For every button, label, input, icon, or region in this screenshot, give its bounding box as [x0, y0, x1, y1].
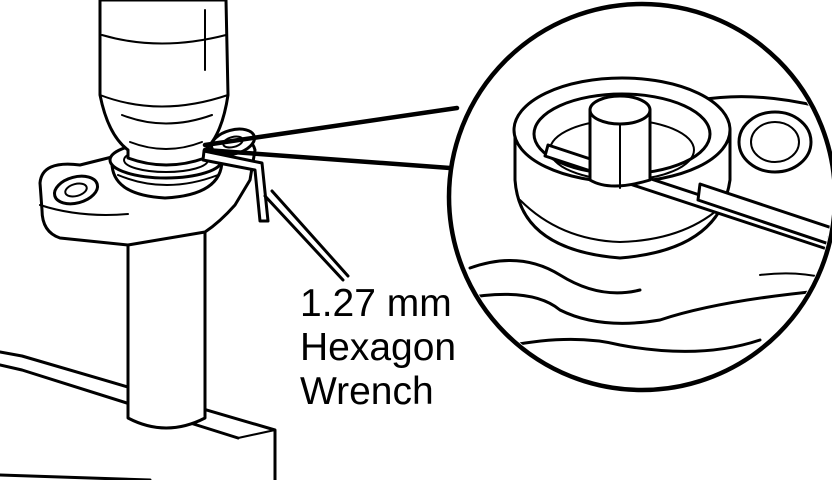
callout-tool-text-2: Wrench [300, 370, 434, 413]
detail-magnifier [446, 1, 832, 393]
callout-label: 1.27 mm Hexagon Wrench [300, 282, 456, 414]
injector-body [98, 0, 230, 167]
callout-tool-text-1: Hexagon [300, 326, 457, 369]
magnifier-connector [202, 105, 460, 171]
callout-size-text: 1.27 mm [300, 282, 452, 325]
hexagon-wrench [201, 149, 270, 223]
label-leader-line [263, 189, 350, 282]
lower-shaft [126, 203, 207, 430]
